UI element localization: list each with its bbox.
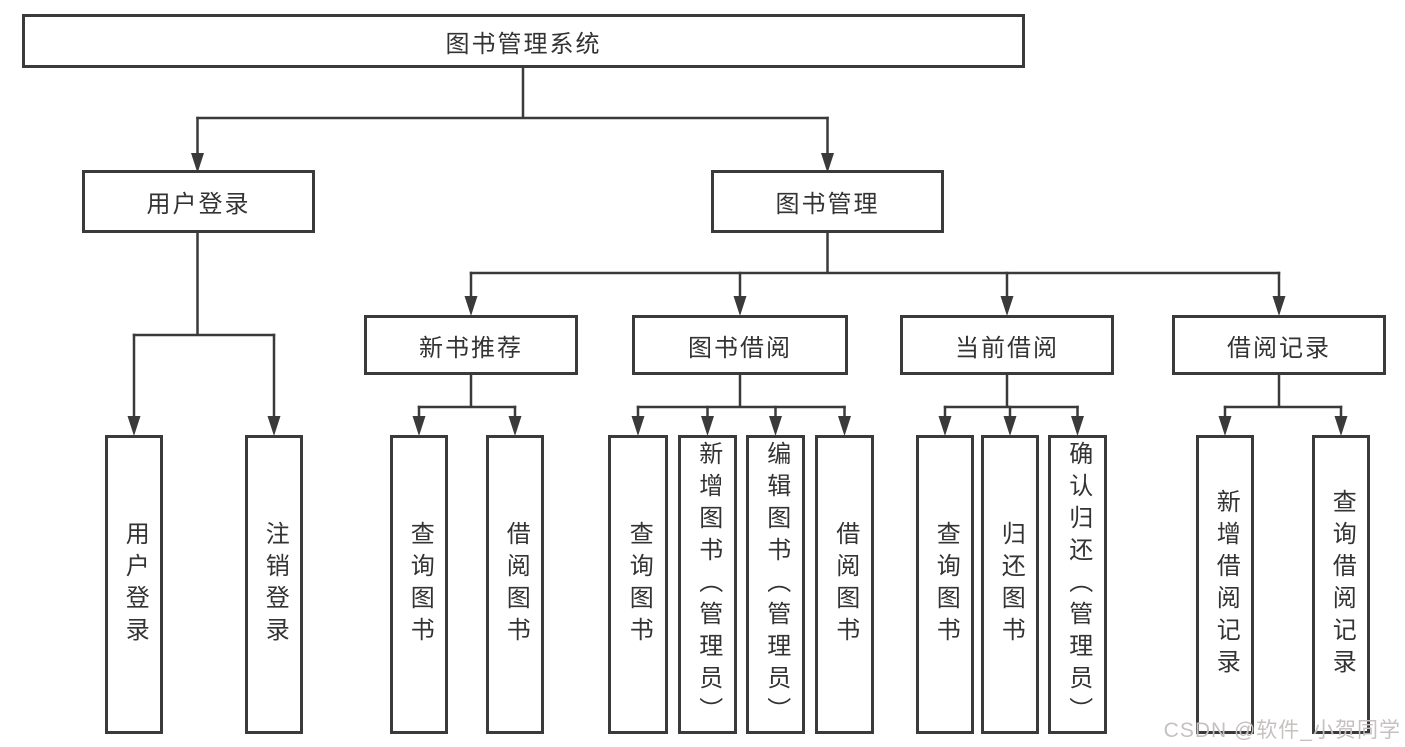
leaf-current-confirm-return-admin-label: 确认归还（管理员） (1064, 440, 1092, 729)
arrowhead (938, 416, 952, 436)
leaf-rec-query-books: 查询图书 (390, 435, 448, 734)
arrowhead (1218, 416, 1232, 436)
node-book-borrowing: 图书借阅 (632, 315, 848, 375)
leaf-borrow-query-books: 查询图书 (608, 435, 668, 734)
arrowhead (701, 416, 714, 436)
node-current-borrowing: 当前借阅 (900, 315, 1114, 375)
leaf-records-query-record-label: 查询借阅记录 (1328, 488, 1356, 681)
leaf-borrow-borrow-books-label: 借阅图书 (831, 520, 859, 649)
arrowhead (1071, 416, 1084, 436)
connector-root-to-level2 (191, 67, 834, 173)
leaf-current-query-books: 查询图书 (916, 435, 974, 734)
leaf-borrow-edit-books-admin-label: 编辑图书（管理员） (762, 440, 790, 729)
arrowhead (1334, 416, 1348, 436)
node-user-login: 用户登录 (82, 170, 315, 233)
arrowhead (464, 296, 478, 316)
node-borrowing-records: 借阅记录 (1172, 315, 1386, 375)
arrowhead (1000, 296, 1014, 316)
leaf-current-confirm-return-admin: 确认归还（管理员） (1048, 435, 1107, 734)
leaf-records-add-record: 新增借阅记录 (1196, 435, 1254, 734)
arrowhead (1272, 296, 1286, 316)
connector-current-borrowing-to-leaves (938, 374, 1084, 436)
leaf-borrow-query-books-label: 查询图书 (625, 520, 653, 649)
connector-new-book-recommendation-to-leaves (412, 374, 522, 436)
leaf-rec-borrow-books-label: 借阅图书 (502, 520, 530, 649)
arrowhead (508, 416, 522, 436)
arrowhead (631, 416, 645, 436)
node-book-management: 图书管理 (711, 170, 944, 233)
arrowhead (127, 416, 141, 436)
connector-book-management-to-level3 (464, 232, 1286, 316)
leaf-user-login: 用户登录 (105, 435, 163, 734)
arrowhead (769, 416, 782, 436)
leaf-borrow-borrow-books: 借阅图书 (815, 435, 874, 734)
leaf-borrow-edit-books-admin: 编辑图书（管理员） (746, 435, 805, 734)
leaf-records-query-record: 查询借阅记录 (1312, 435, 1370, 734)
leaf-current-query-books-label: 查询图书 (932, 520, 960, 649)
arrowhead (412, 416, 426, 436)
leaf-logout-login: 注销登录 (245, 435, 303, 734)
node-new-book-recommendation: 新书推荐 (364, 315, 578, 375)
leaf-records-add-record-label: 新增借阅记录 (1212, 488, 1240, 681)
leaf-current-return-books: 归还图书 (981, 435, 1039, 734)
connector-borrowing-records-to-leaves (1218, 374, 1348, 436)
connector-user-login-to-leaves (127, 232, 281, 436)
leaf-current-return-books-label: 归还图书 (997, 520, 1025, 649)
node-library-management-system: 图书管理系统 (22, 14, 1025, 68)
leaf-rec-borrow-books: 借阅图书 (486, 435, 544, 734)
arrowhead (733, 296, 747, 316)
leaf-user-login-label: 用户登录 (121, 520, 149, 649)
connector-book-borrowing-to-leaves (631, 374, 851, 436)
leaf-borrow-add-books-admin: 新增图书（管理员） (678, 435, 737, 734)
csdn-watermark: CSDN @软件_小贺同学 (1163, 719, 1401, 742)
leaf-borrow-add-books-admin-label: 新增图书（管理员） (694, 440, 722, 729)
arrowhead (1003, 416, 1017, 436)
leaf-rec-query-books-label: 查询图书 (406, 520, 434, 649)
arrowhead (838, 416, 851, 436)
leaf-logout-login-label: 注销登录 (261, 520, 289, 649)
arrowhead (267, 416, 281, 436)
